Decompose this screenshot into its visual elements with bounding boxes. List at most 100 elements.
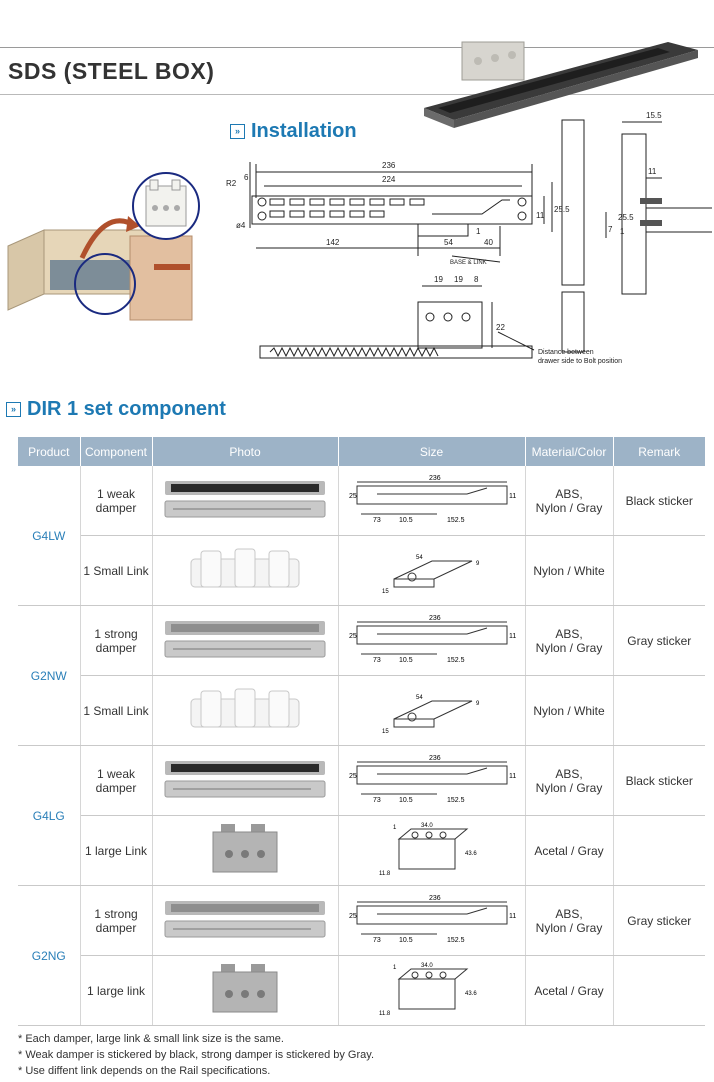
component-cell: 1 large Link bbox=[80, 815, 153, 886]
cell-line: Nylon / Gray bbox=[535, 640, 603, 655]
column-header: Material/Color bbox=[525, 437, 614, 466]
product-code: G4LG bbox=[18, 745, 81, 886]
dim-19b: 19 bbox=[454, 275, 463, 284]
component-cell: 1 Small Link bbox=[80, 675, 153, 746]
svg-text:34.0: 34.0 bbox=[421, 823, 433, 829]
svg-text:11.8: 11.8 bbox=[379, 871, 391, 877]
photo-cell bbox=[152, 815, 339, 886]
column-header: Remark bbox=[613, 437, 705, 466]
page-title: SDS (STEEL BOX) bbox=[8, 58, 215, 84]
photo-cell bbox=[152, 955, 339, 1026]
size-cell: 34.0 43.6 11.8 1 bbox=[338, 815, 526, 886]
dim-8: 8 bbox=[474, 275, 479, 284]
svg-text:9: 9 bbox=[476, 561, 480, 567]
material-cell: Nylon / White bbox=[525, 535, 614, 606]
dim-19a: 19 bbox=[434, 275, 443, 284]
remark-cell: Gray sticker bbox=[613, 605, 705, 676]
drawer-slide bbox=[50, 260, 136, 290]
small-link-photo bbox=[190, 548, 300, 588]
material-cell: Acetal / Gray bbox=[525, 815, 614, 886]
small-link-photo bbox=[190, 688, 300, 728]
remark-cell: Gray sticker bbox=[613, 885, 705, 956]
cell-line: ABS, bbox=[555, 906, 583, 921]
material-cell: Nylon / White bbox=[525, 675, 614, 746]
svg-text:152.5: 152.5 bbox=[447, 517, 465, 524]
remark-cell bbox=[613, 675, 705, 746]
svg-text:236: 236 bbox=[429, 755, 441, 762]
column-header: Product bbox=[18, 437, 81, 466]
dim-224: 224 bbox=[382, 175, 396, 184]
cell-line: 1 large link bbox=[86, 983, 146, 998]
product-code: G2NG bbox=[18, 885, 81, 1026]
component-table: Product Component Photo Size Material/Co… bbox=[18, 437, 705, 1026]
column-header: Photo bbox=[152, 437, 339, 466]
dim-54: 54 bbox=[444, 238, 453, 247]
svg-text:43.6: 43.6 bbox=[465, 991, 477, 997]
dim-phi4: ø4 bbox=[236, 221, 246, 230]
damper-sticker bbox=[171, 904, 319, 912]
column-header: Component bbox=[80, 437, 153, 466]
svg-text:73: 73 bbox=[373, 657, 381, 664]
dim-25-5-right: 25.5 bbox=[618, 213, 634, 222]
damper-sticker bbox=[171, 764, 319, 772]
svg-text:54: 54 bbox=[416, 555, 423, 561]
zoom-circle-bottom bbox=[74, 253, 136, 315]
dim-142: 142 bbox=[326, 238, 340, 247]
svg-text:25: 25 bbox=[349, 633, 357, 640]
photo-cell bbox=[152, 466, 339, 536]
cell-line: ABS, bbox=[555, 766, 583, 781]
svg-text:34.0: 34.0 bbox=[421, 963, 433, 969]
component-cell: 1 large link bbox=[80, 955, 153, 1026]
double-chevron-icon: » bbox=[230, 124, 245, 139]
svg-text:11: 11 bbox=[509, 913, 516, 920]
base-link-label: BASE & LINK bbox=[450, 260, 487, 266]
arrow-icon bbox=[79, 218, 134, 260]
footnote: * Each damper, large link & small link s… bbox=[18, 1033, 284, 1045]
svg-text:11: 11 bbox=[509, 773, 516, 780]
damper-photo bbox=[164, 621, 326, 658]
cell-line: Nylon / White bbox=[533, 703, 605, 718]
installation-heading: » Installation bbox=[230, 120, 357, 143]
footnote: * Weak damper is stickered by black, str… bbox=[18, 1049, 375, 1061]
dim-40: 40 bbox=[484, 238, 493, 247]
dim-22: 22 bbox=[496, 323, 505, 332]
cell-line: ABS, bbox=[555, 486, 583, 501]
cell-line: 1 strong bbox=[94, 906, 138, 921]
svg-text:43.6: 43.6 bbox=[465, 851, 477, 857]
footnotes: * Each damper, large link & small link s… bbox=[18, 1031, 374, 1079]
dim-15-5: 15.5 bbox=[646, 111, 662, 120]
cell-line: 1 strong bbox=[94, 626, 138, 641]
svg-text:236: 236 bbox=[429, 475, 441, 482]
svg-text:73: 73 bbox=[373, 517, 381, 524]
damper-sticker bbox=[171, 624, 319, 632]
dim-1-right: 1 bbox=[620, 227, 625, 236]
svg-text:25: 25 bbox=[349, 913, 357, 920]
cell-line: damper bbox=[95, 920, 137, 935]
top-divider bbox=[0, 47, 714, 48]
damper-hero-image bbox=[424, 41, 698, 128]
cell-line: Nylon / White bbox=[533, 563, 605, 578]
dim-r2: R2 bbox=[226, 179, 237, 188]
drawer-side bbox=[129, 235, 193, 321]
remark-cell: Black sticker bbox=[613, 745, 705, 816]
table-row: 1 large Link 34.0 43.6 11.8 1 Acetal / Gray bbox=[18, 815, 705, 886]
svg-text:1: 1 bbox=[393, 965, 397, 971]
cell-line: 1 weak bbox=[96, 486, 136, 501]
svg-text:1: 1 bbox=[393, 825, 397, 831]
damper-photo bbox=[164, 901, 326, 938]
large-link-photo bbox=[212, 964, 278, 1013]
photo-cell bbox=[152, 745, 339, 816]
remark-cell bbox=[613, 955, 705, 1026]
